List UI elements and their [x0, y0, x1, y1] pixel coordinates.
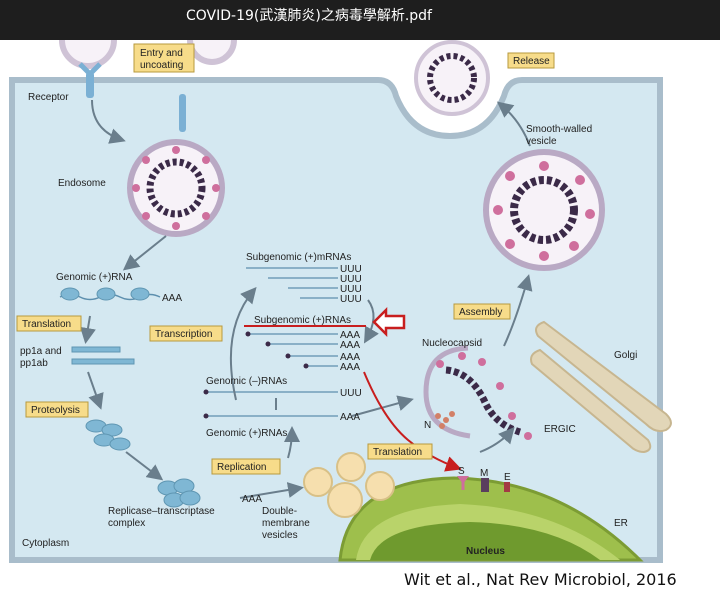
er-structural-proteins	[457, 476, 510, 492]
e-protein-label: E	[504, 472, 511, 483]
endoplasmic-reticulum	[338, 476, 644, 562]
svg-text:Release: Release	[513, 56, 550, 67]
replicase-label: Replicase–transcriptase	[108, 506, 215, 517]
svg-text:Translation: Translation	[373, 447, 422, 458]
uuu-3: UUU	[340, 284, 362, 295]
aaa-3: AAA	[340, 352, 360, 363]
receptor-icon	[78, 62, 102, 98]
label-box-translation-2: Translation	[367, 443, 433, 460]
svg-text:uncoating: uncoating	[140, 60, 183, 71]
assembling-virion	[423, 345, 532, 440]
rna-5prime-dots	[203, 331, 309, 419]
released-virion	[414, 40, 490, 116]
dmv-label-3: vesicles	[262, 530, 298, 541]
coronavirus-lifecycle-diagram: Entry and uncoating Release Translation …	[9, 11, 672, 563]
cleaved-proteins	[85, 419, 131, 451]
endosome-label: Endosome	[58, 178, 106, 189]
label-box-transcription: Transcription	[149, 325, 223, 342]
svg-text:Transcription: Transcription	[155, 329, 212, 340]
smooth-walled-vesicle	[483, 149, 605, 271]
label-box-translation-1: Translation	[16, 315, 82, 332]
svg-text:Replication: Replication	[217, 462, 266, 473]
subgenomic-mrnas-label: Subgenomic (+)mRNAs	[246, 252, 351, 263]
highlight-pointer-arrow	[372, 306, 406, 338]
ergic-label: ERGIC	[544, 424, 576, 435]
aaa-1: AAA	[340, 330, 360, 341]
uuu-1: UUU	[340, 264, 362, 275]
uuu-4: UUU	[340, 294, 362, 305]
document-title: COVID-19(武漢肺炎)之病毒學解析.pdf	[186, 8, 432, 24]
replicase-transcriptase-complex	[157, 478, 201, 508]
pp1a-label: pp1a and	[20, 346, 62, 357]
smooth-walled-label-2: vesicle	[526, 136, 557, 147]
polyprotein-bars	[71, 346, 135, 365]
label-box-release: Release	[507, 52, 555, 69]
golgi-label: Golgi	[614, 350, 637, 361]
citation: Wit et al., Nat Rev Microbiol, 2016	[404, 570, 677, 589]
subgenomic-mrna-lines	[206, 267, 338, 417]
receptor-label: Receptor	[28, 92, 69, 103]
dmv-label-2: membrane	[262, 518, 310, 529]
n-protein-label: N	[424, 420, 431, 431]
pdf-viewer-titlebar: COVID-19(武漢肺炎)之病毒學解析.pdf	[0, 0, 720, 40]
label-box-replication: Replication	[211, 458, 281, 475]
nucleocapsid-label: Nucleocapsid	[422, 338, 482, 349]
aaa-2: AAA	[340, 340, 360, 351]
genomic-rna-strand	[59, 287, 161, 301]
golgi	[530, 320, 672, 454]
er-label: ER	[614, 518, 628, 529]
uuu-2: UUU	[340, 274, 362, 285]
nucleus-label: Nucleus	[466, 546, 505, 557]
cytoplasm-label: Cytoplasm	[22, 538, 69, 549]
uuu-genomic: UUU	[340, 388, 362, 399]
aaa-genomic: AAA	[340, 412, 360, 423]
pp1ab-label: pp1ab	[20, 358, 48, 369]
label-box-proteolysis: Proteolysis	[25, 401, 89, 418]
aaa-4: AAA	[340, 362, 360, 373]
svg-text:Assembly: Assembly	[459, 307, 502, 318]
process-arrows	[80, 99, 533, 499]
genomic-rna-aaa: AAA	[162, 293, 182, 304]
endosome	[127, 94, 225, 237]
genomic-plus-rna-title: Genomic (+)RNA	[56, 272, 133, 283]
double-membrane-vesicles	[303, 452, 395, 518]
replicase-aaa: AAA	[242, 494, 262, 505]
diagram-area: Entry and uncoating Release Translation …	[0, 11, 720, 594]
subgenomic-rnas-label: Subgenomic (+)RNAs	[254, 315, 351, 326]
svg-text:Proteolysis: Proteolysis	[31, 405, 80, 416]
genomic-plus-label: Genomic (+)RNAs	[206, 428, 287, 439]
dmv-label-1: Double-	[262, 506, 297, 517]
label-box-entry: Entry and uncoating	[133, 43, 195, 73]
smooth-walled-label: Smooth-walled	[526, 124, 592, 135]
replicase-label-2: complex	[108, 518, 145, 529]
svg-text:Translation: Translation	[22, 319, 71, 330]
label-box-assembly: Assembly	[453, 303, 511, 320]
m-protein-label: M	[480, 468, 488, 479]
genomic-minus-label: Genomic (–)RNAs	[206, 376, 287, 387]
translation-red-arrow	[363, 371, 462, 472]
svg-text:Entry and: Entry and	[140, 48, 183, 59]
s-protein-label: S	[458, 466, 465, 477]
